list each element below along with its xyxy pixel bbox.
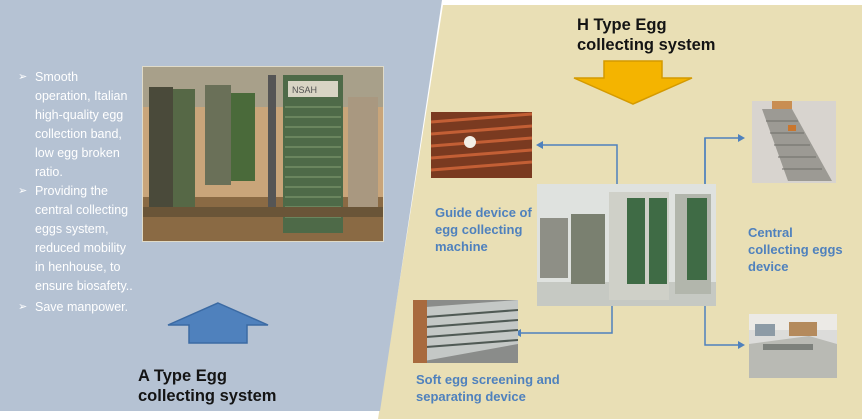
arrowhead-guide [536, 141, 543, 149]
soft-screening-label: Soft egg screening and separating device [416, 372, 560, 404]
a-type-title: A Type Egg collecting system [138, 367, 277, 405]
h-type-machine-photo [537, 184, 716, 306]
arrowhead-central-top [738, 134, 745, 142]
feature-item: ➢ Save manpower. [18, 298, 136, 317]
h-type-title: H Type Egg collecting system [577, 16, 716, 54]
feature-item: ➢ Providing the central collecting eggs s… [18, 182, 136, 296]
central-collecting-photo [752, 101, 836, 183]
feature-text: Save manpower. [35, 300, 129, 314]
guide-device-label: Guide device of egg collecting machine [435, 205, 532, 254]
bullet-arrow-icon: ➢ [18, 301, 28, 313]
a-type-machine-photo: NSAH [142, 66, 384, 242]
central-device-label: Central collecting eggs device [748, 225, 843, 274]
soft-screening-photo [413, 300, 518, 363]
egg-room-photo [749, 314, 837, 378]
guide-device-photo [431, 112, 532, 178]
connector-soft [518, 300, 613, 334]
bullet-arrow-icon: ➢ [18, 71, 28, 83]
bullet-arrow-icon: ➢ [18, 185, 28, 197]
down-arrow-icon [573, 60, 693, 105]
feature-list: ➢ Smooth operation, Italian high-quality … [18, 68, 136, 317]
up-arrow-icon [167, 302, 269, 344]
machine-sign: NSAH [292, 85, 317, 95]
arrowhead-central-bottom [738, 341, 745, 349]
feature-item: ➢ Smooth operation, Italian high-quality … [18, 68, 136, 182]
feature-text: Providing the central collecting eggs sy… [35, 184, 133, 293]
feature-text: Smooth operation, Italian high-quality e… [35, 70, 128, 179]
